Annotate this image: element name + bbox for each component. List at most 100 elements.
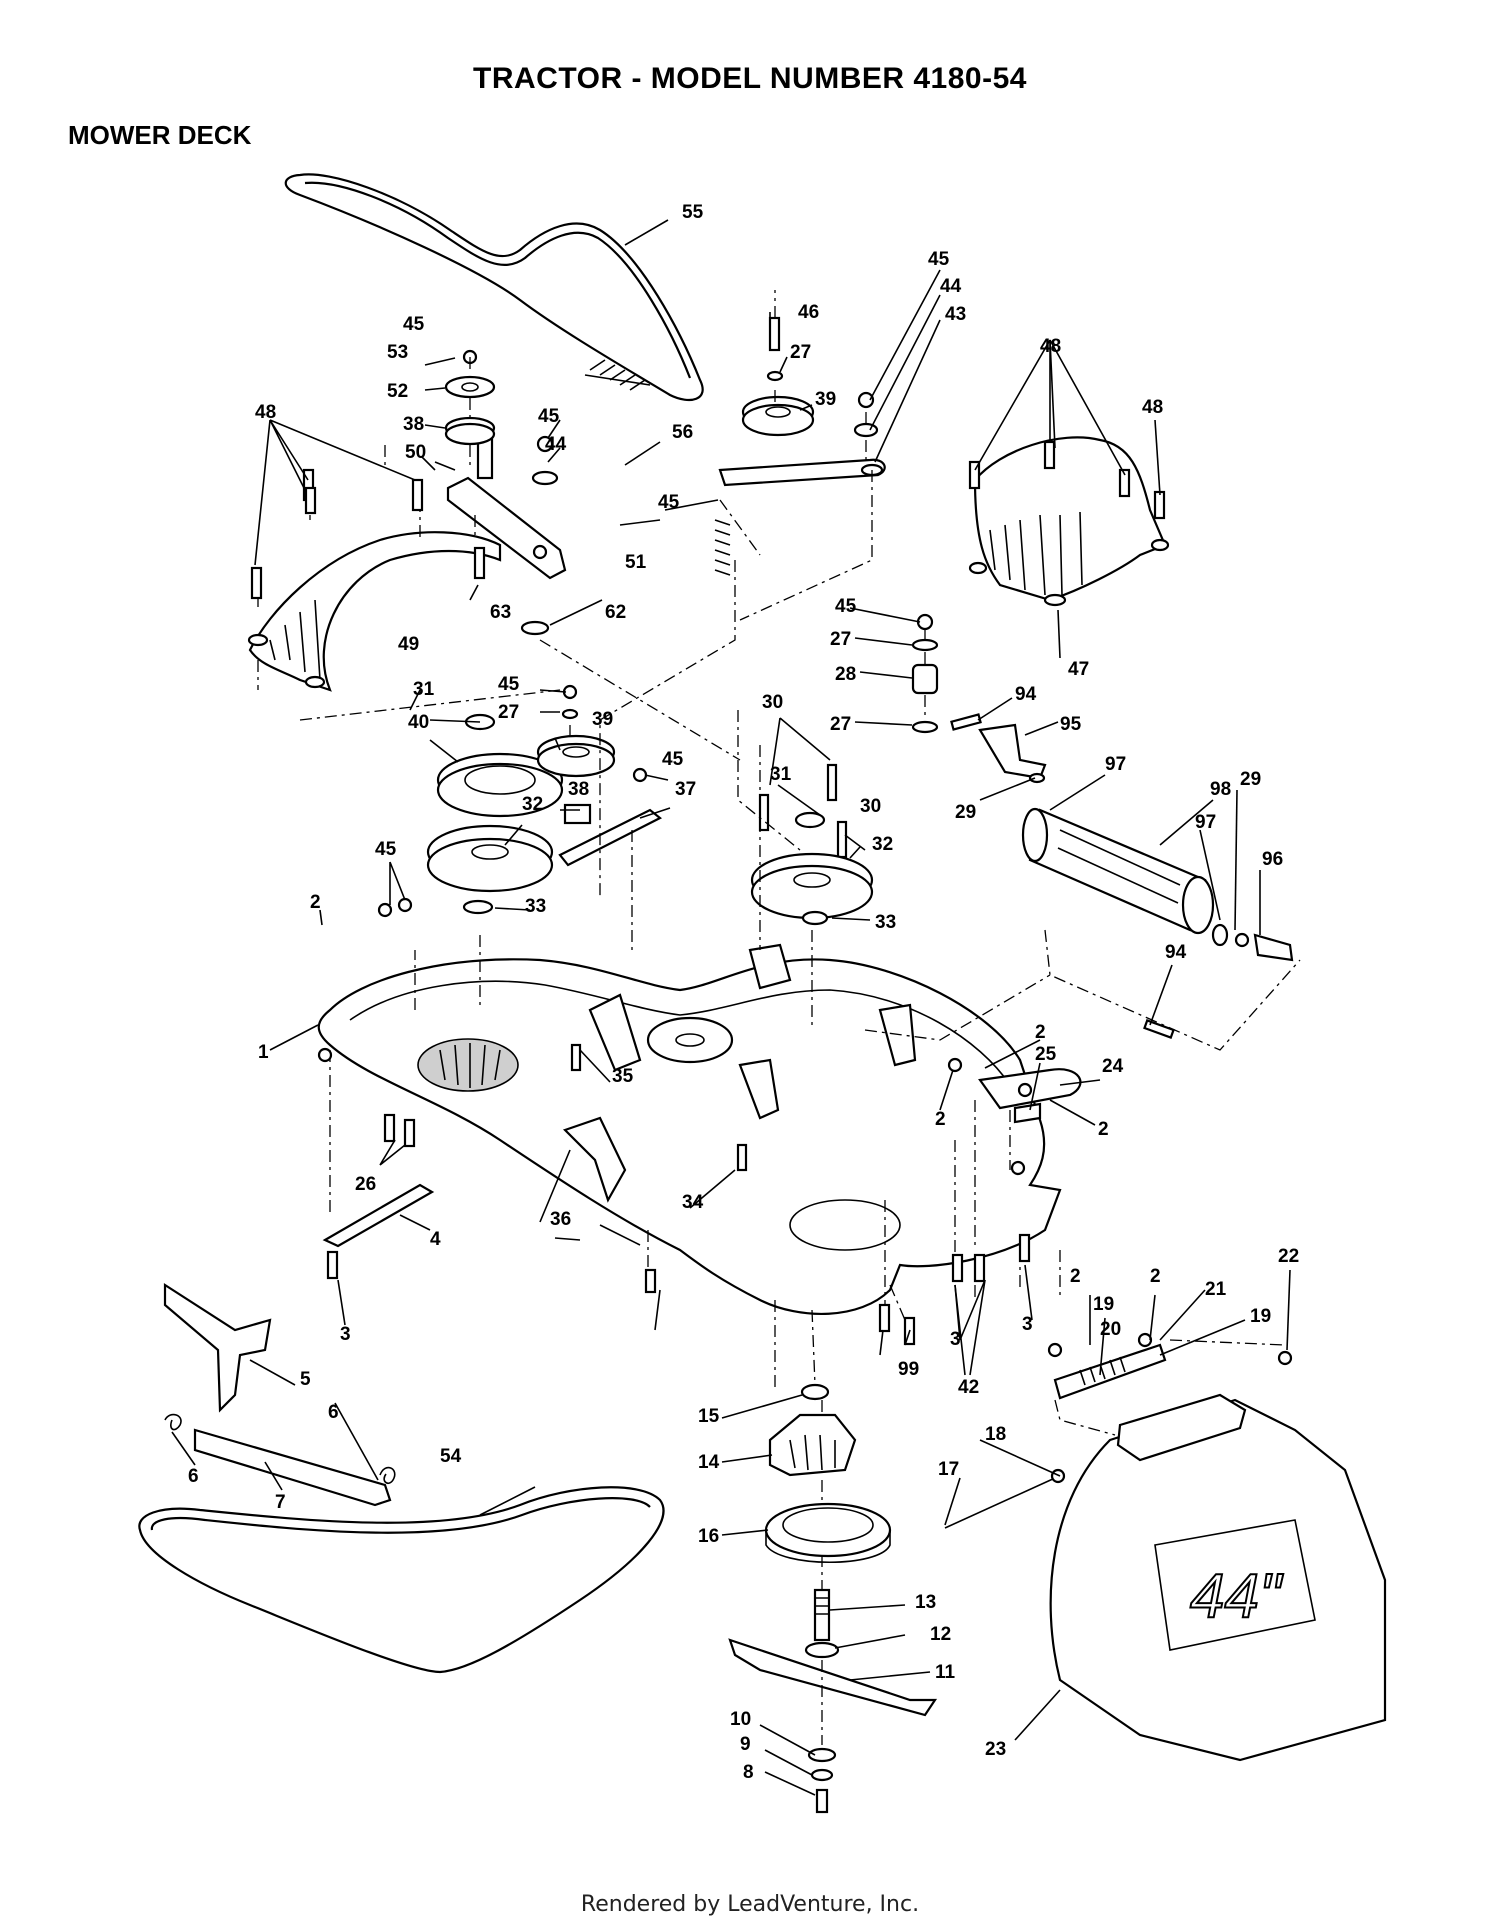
bracket-4 — [322, 1183, 435, 1248]
callout-2: 2 — [1150, 1266, 1161, 1287]
callout-8: 8 — [743, 1762, 754, 1783]
callout-27: 27 — [830, 629, 851, 650]
callout-13: 13 — [915, 1592, 936, 1613]
callout-96: 96 — [1262, 849, 1283, 870]
callout-9: 9 — [740, 1734, 751, 1755]
callout-45: 45 — [662, 749, 684, 770]
nut-29b — [1234, 932, 1250, 948]
callout-12: 12 — [930, 1624, 951, 1645]
pulley-39-top — [741, 395, 815, 437]
callout-36: 36 — [550, 1209, 571, 1230]
callout-97: 97 — [1105, 754, 1126, 775]
callout-62: 62 — [605, 602, 626, 623]
callout-27: 27 — [498, 702, 519, 723]
callout-45: 45 — [538, 406, 560, 427]
callout-7: 7 — [275, 1492, 286, 1513]
callout-23: 23 — [985, 1739, 1006, 1760]
callout-97: 97 — [1195, 812, 1216, 833]
callout-39: 39 — [815, 389, 836, 410]
callout-49: 49 — [398, 634, 419, 655]
callout-14: 14 — [698, 1452, 720, 1473]
nut-45d — [916, 613, 934, 631]
callout-27: 27 — [790, 342, 811, 363]
callout-48: 48 — [1142, 397, 1163, 418]
callout-20: 20 — [1100, 1319, 1121, 1340]
callout-26: 26 — [355, 1174, 376, 1195]
callout-98: 98 — [1210, 779, 1231, 800]
callout-37: 37 — [675, 779, 696, 800]
callout-17: 17 — [938, 1459, 959, 1480]
assembly-lines — [257, 290, 1301, 1745]
belt-55-drawing — [284, 173, 704, 402]
callout-38: 38 — [568, 779, 589, 800]
callout-29: 29 — [955, 802, 976, 823]
washer-27d — [561, 708, 579, 720]
callout-43: 43 — [945, 304, 966, 325]
callout-95: 95 — [1060, 714, 1082, 735]
pin-6b — [379, 1466, 396, 1485]
callout-5: 5 — [300, 1369, 311, 1390]
deck-size-badge: 44" — [1190, 1562, 1284, 1631]
callout-46: 46 — [798, 302, 819, 323]
mower-deck-1 — [317, 943, 1062, 1316]
callout-6: 6 — [328, 1402, 339, 1423]
washer-10 — [807, 1747, 837, 1763]
section-heading: MOWER DECK — [68, 120, 252, 150]
bolt-30c — [836, 820, 848, 859]
bushing-31b — [794, 811, 826, 829]
nut-45b — [536, 435, 554, 453]
washer-18 — [1050, 1468, 1066, 1484]
bolt-94b — [1143, 1019, 1175, 1039]
callout-10: 10 — [730, 1709, 751, 1730]
callout-2: 2 — [935, 1109, 946, 1130]
bolt-30b — [826, 763, 838, 802]
callout-99: 99 — [898, 1359, 919, 1380]
callout-3: 3 — [950, 1329, 961, 1350]
callout-56: 56 — [672, 422, 693, 443]
idler-bracket-50 — [446, 436, 567, 580]
belt-54-drawing — [138, 1486, 665, 1674]
callout-18: 18 — [985, 1424, 1006, 1445]
callout-33: 33 — [875, 912, 896, 933]
callout-34: 34 — [682, 1192, 704, 1213]
nut-45c — [857, 391, 875, 409]
spindle-shaft-13 — [813, 1588, 831, 1642]
callout-2: 2 — [1035, 1022, 1046, 1043]
callout-38: 38 — [403, 414, 424, 435]
pulley-52 — [444, 416, 496, 446]
spindle-housing-14 — [768, 1413, 857, 1477]
pin-6a — [164, 1413, 182, 1431]
callout-94: 94 — [1015, 684, 1037, 705]
callout-2: 2 — [1070, 1266, 1081, 1287]
roller-98 — [1021, 807, 1215, 935]
washer-27c — [911, 720, 939, 734]
pulley-32a — [426, 824, 554, 893]
callout-45: 45 — [403, 314, 425, 335]
callout-94: 94 — [1165, 942, 1187, 963]
callout-2: 2 — [310, 892, 321, 913]
pulley-40 — [436, 752, 564, 818]
callout-30: 30 — [860, 796, 881, 817]
callout-54: 54 — [440, 1446, 462, 1467]
idler-arm-43 — [718, 458, 886, 487]
washer-27a — [766, 370, 784, 382]
callout-48: 48 — [255, 402, 276, 423]
pulley-39-mid — [536, 734, 616, 778]
callout-40: 40 — [408, 712, 429, 733]
callout-3: 3 — [340, 1324, 351, 1345]
callout-2: 2 — [1098, 1119, 1109, 1140]
callout-42: 42 — [958, 1377, 979, 1398]
washer-62 — [520, 620, 550, 636]
roller-bracket-95 — [950, 713, 1047, 780]
callout-32: 32 — [522, 794, 543, 815]
footer-credit: Rendered by LeadVenture, Inc. — [580, 1892, 920, 1917]
page-title: TRACTOR - MODEL NUMBER 4180-54 — [473, 62, 1027, 95]
bracket-5 — [163, 1282, 272, 1413]
callout-21: 21 — [1205, 1279, 1227, 1300]
callout-19: 19 — [1250, 1306, 1271, 1327]
washer-97 — [1211, 923, 1229, 947]
right-belt-shield-47 — [968, 436, 1170, 607]
callout-6: 6 — [188, 1466, 199, 1487]
callout-25: 25 — [1035, 1044, 1057, 1065]
